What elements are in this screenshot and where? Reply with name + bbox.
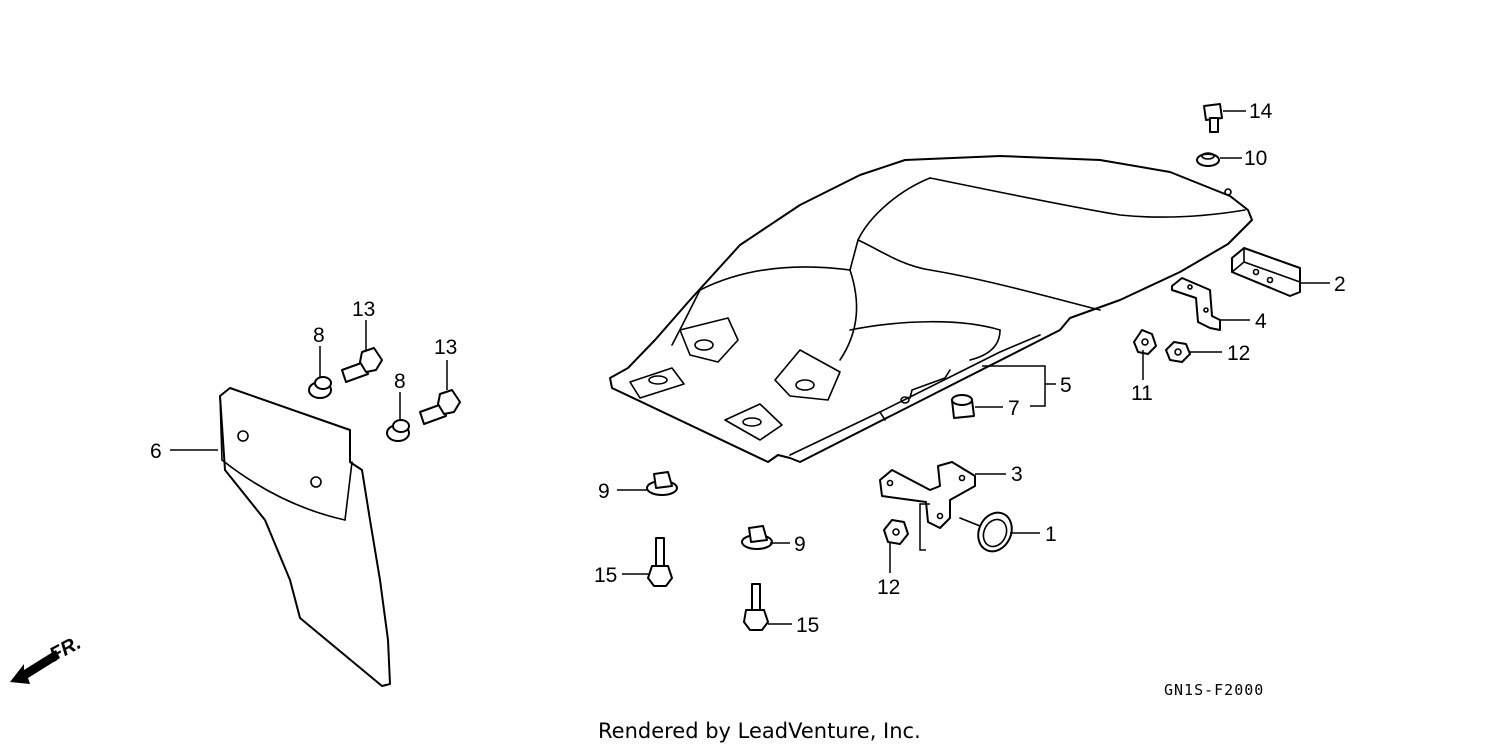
front-direction-arrow: FR. <box>10 632 85 684</box>
part-14-bolt <box>1203 103 1223 133</box>
callout-7: 7 <box>1008 397 1020 420</box>
footer-attribution: Rendered by LeadVenture, Inc. <box>598 719 921 743</box>
part-9-nut-lower <box>741 525 773 550</box>
part-4-bracket <box>1171 277 1221 331</box>
arrow-left-icon <box>10 650 60 684</box>
callout-8-upper: 8 <box>313 324 325 347</box>
part-1-round-reflector <box>959 511 1013 553</box>
part-12-nut-lower <box>883 519 909 545</box>
callout-6: 6 <box>150 440 162 463</box>
part-9-nut-upper <box>646 471 678 496</box>
part-2-reflector <box>1231 247 1301 297</box>
callout-13-lower: 13 <box>434 336 457 359</box>
part-8-collar-upper <box>308 376 332 399</box>
diagram-code: GN1S-F2000 <box>1164 681 1264 699</box>
callout-15-right: 15 <box>796 614 819 637</box>
callout-12-upper: 12 <box>1227 342 1250 365</box>
callout-15-left: 15 <box>594 564 617 587</box>
rear-fender <box>609 155 1253 463</box>
callout-5: 5 <box>1060 374 1072 397</box>
part-8-collar-lower <box>386 419 410 442</box>
part-15-bolt-left <box>647 537 673 587</box>
callout-10: 10 <box>1244 147 1267 170</box>
part-15-bolt-right <box>743 583 769 631</box>
part-12-nut-upper <box>1165 341 1191 363</box>
callout-labels: 14 10 2 4 12 11 5 7 3 1 12 9 9 15 15 6 8… <box>150 100 1346 637</box>
callout-3: 3 <box>1011 463 1023 486</box>
leader-lines <box>170 110 1330 625</box>
part-6-mud-flap <box>219 387 391 687</box>
part-13-bolt-lower <box>419 389 461 425</box>
part-10-nut <box>1196 152 1220 167</box>
part-13-bolt-upper <box>341 347 383 383</box>
callout-14: 14 <box>1249 100 1273 123</box>
callout-12-lower: 12 <box>877 576 900 599</box>
callout-9-upper: 9 <box>598 480 610 503</box>
callout-4: 4 <box>1255 310 1267 333</box>
callout-9-lower: 9 <box>794 533 806 556</box>
part-7-collar <box>951 394 975 419</box>
callout-11: 11 <box>1131 382 1153 405</box>
callout-1: 1 <box>1045 523 1057 546</box>
part-11-nut <box>1133 329 1157 355</box>
callout-2: 2 <box>1334 273 1346 296</box>
callout-13-upper: 13 <box>352 298 375 321</box>
part-3-bracket <box>879 461 976 529</box>
callout-8-lower: 8 <box>394 370 406 393</box>
